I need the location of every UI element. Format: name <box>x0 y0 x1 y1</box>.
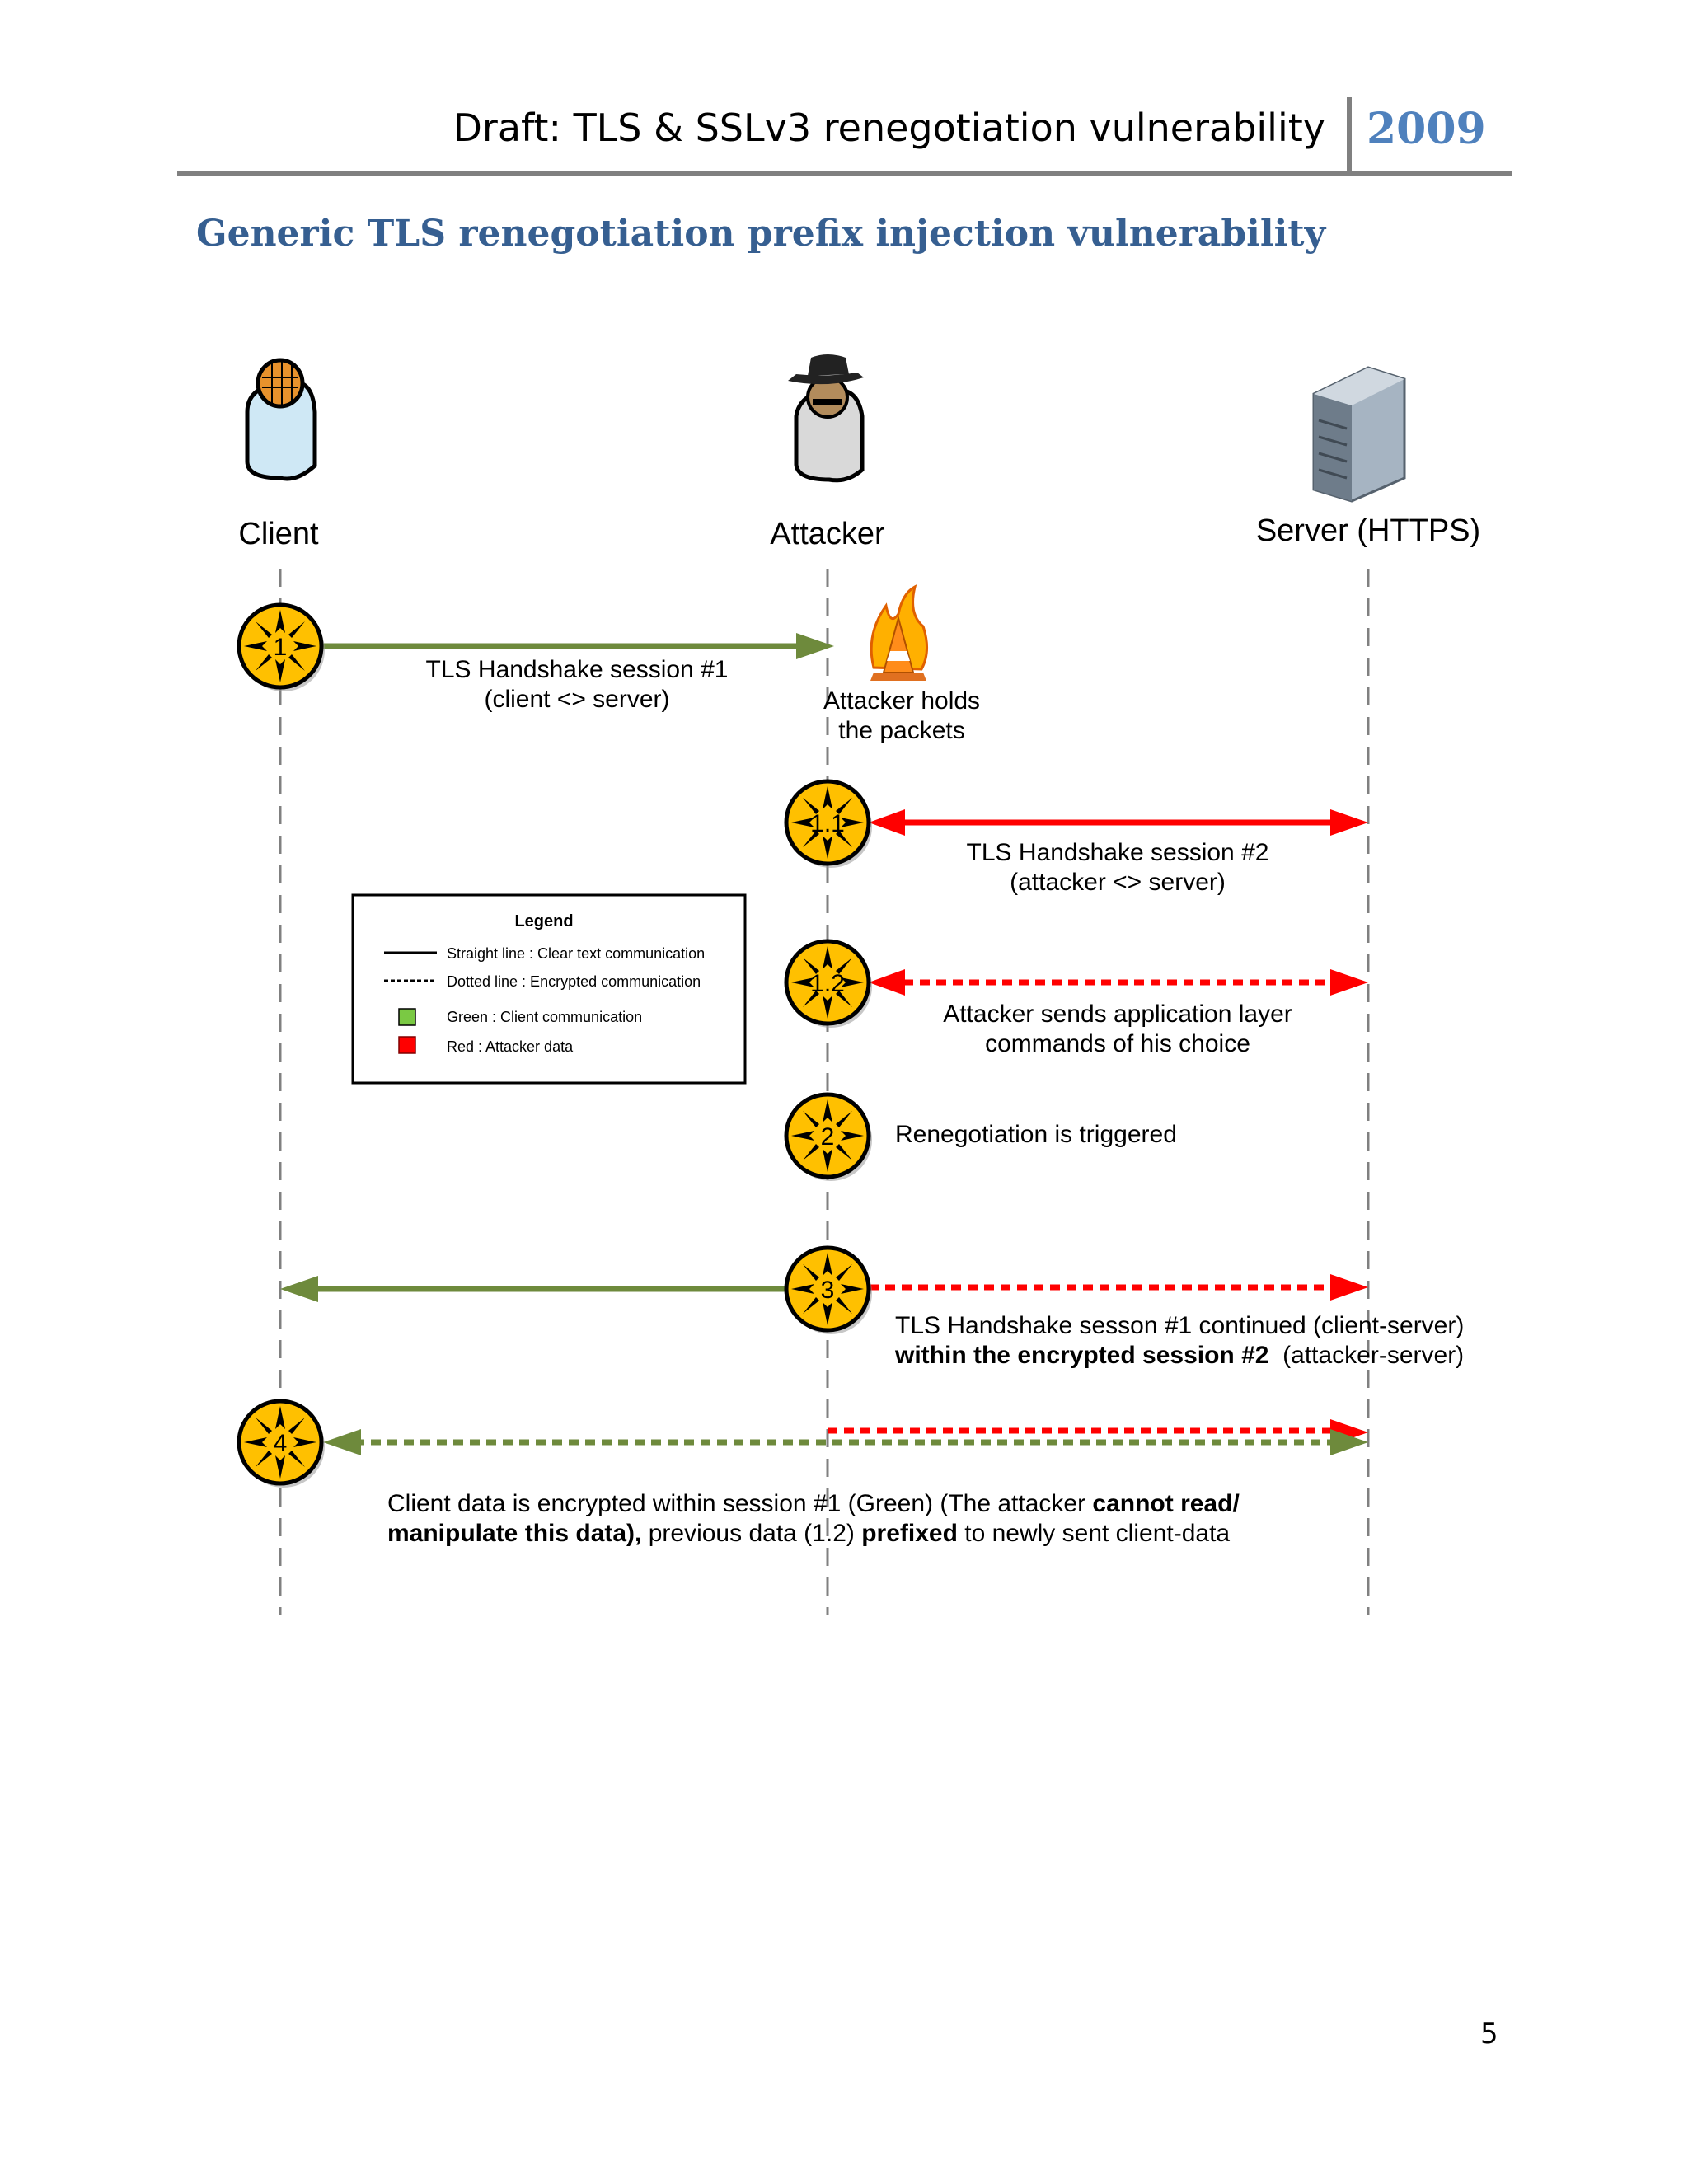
step-badge-3-label: 3 <box>821 1277 835 1304</box>
continue-label-line2: within the encrypted session #2 (attacke… <box>894 1342 1464 1369</box>
step-badge-1-2: 1.2 <box>786 941 872 1028</box>
holds-label-line1: Attacker holds <box>823 687 980 715</box>
client-data-line2-a: manipulate this data), <box>387 1520 641 1547</box>
fire-cone-icon <box>870 584 928 681</box>
step-badge-1: 1 <box>239 605 325 691</box>
step-badge-2: 2 <box>786 1094 872 1181</box>
client-data-line2-d: to newly sent client-data <box>958 1520 1230 1547</box>
step-badge-1-1: 1.1 <box>786 781 872 868</box>
continue-label-bold: within the encrypted session #2 <box>894 1342 1268 1369</box>
header-title: Draft: TLS & SSLv3 renegotiation vulnera… <box>452 105 1326 150</box>
continue-label-rest: (attacker-server) <box>1268 1342 1464 1369</box>
client-data-label-line1: Client data is encrypted within session … <box>387 1490 1240 1517</box>
header-rule <box>177 171 1512 176</box>
arrow-client-data-green <box>323 1429 1368 1455</box>
arrow-continue-to-client <box>280 1276 788 1302</box>
step-badge-1-label: 1 <box>274 634 288 661</box>
attacker-label: Attacker <box>770 517 885 551</box>
handshake-1-label-line1: TLS Handshake session #1 <box>426 656 729 683</box>
legend-red-label: Red : Attacker data <box>447 1038 574 1055</box>
holds-label-line2: the packets <box>838 717 964 744</box>
client-person-icon <box>245 358 317 481</box>
attacker-person-icon <box>788 354 865 483</box>
legend-red-swatch <box>398 1036 416 1054</box>
client-data-line1-b: cannot read/ <box>1092 1490 1240 1517</box>
handshake-1-label-line2: (client <> server) <box>484 686 669 713</box>
legend-green-label: Green : Client communication <box>447 1009 642 1025</box>
server-label: Server (HTTPS) <box>1256 513 1480 548</box>
header-divider <box>1347 97 1352 173</box>
step-badge-2-label: 2 <box>821 1123 835 1151</box>
step-badge-4: 4 <box>239 1401 325 1488</box>
arrow-handshake-1 <box>321 633 834 659</box>
header-year: 2009 <box>1367 104 1486 154</box>
handshake-2-label-line2: (attacker <> server) <box>1010 869 1226 896</box>
commands-label-line1: Attacker sends application layer <box>943 1001 1292 1028</box>
legend-straight-label: Straight line : Clear text communication <box>447 945 705 962</box>
commands-label-line2: commands of his choice <box>985 1030 1250 1057</box>
arrow-commands <box>869 969 1368 996</box>
legend-box: Legend Straight line : Clear text commun… <box>351 893 747 1085</box>
step-badge-1-2-label: 1.2 <box>810 970 845 997</box>
step-badge-3: 3 <box>786 1248 872 1334</box>
legend-title: Legend <box>514 912 573 930</box>
client-data-line2-c: prefixed <box>861 1520 958 1547</box>
handshake-2-label-line1: TLS Handshake session #2 <box>967 839 1269 866</box>
page-number: 5 <box>1480 2018 1498 2050</box>
section-title: Generic TLS renegotiation prefix injecti… <box>196 213 1326 255</box>
client-data-line1-a: Client data is encrypted within session … <box>387 1490 1092 1517</box>
continue-label-line1: TLS Handshake sesson #1 continued (clien… <box>895 1312 1464 1339</box>
client-label: Client <box>238 517 319 551</box>
renegotiation-label: Renegotiation is triggered <box>895 1121 1177 1148</box>
step-badge-4-label: 4 <box>274 1430 288 1457</box>
client-data-label-line2: manipulate this data), previous data (1.… <box>387 1520 1230 1547</box>
legend-dotted-label: Dotted line : Encrypted communication <box>447 973 701 990</box>
arrow-handshake-2 <box>869 809 1368 836</box>
client-data-line2-b: previous data (1.2) <box>641 1520 861 1547</box>
arrow-continue-to-server <box>869 1274 1368 1301</box>
legend-green-swatch <box>398 1008 416 1026</box>
step-badge-1-1-label: 1.1 <box>810 810 845 837</box>
server-tower-icon <box>1312 366 1406 503</box>
